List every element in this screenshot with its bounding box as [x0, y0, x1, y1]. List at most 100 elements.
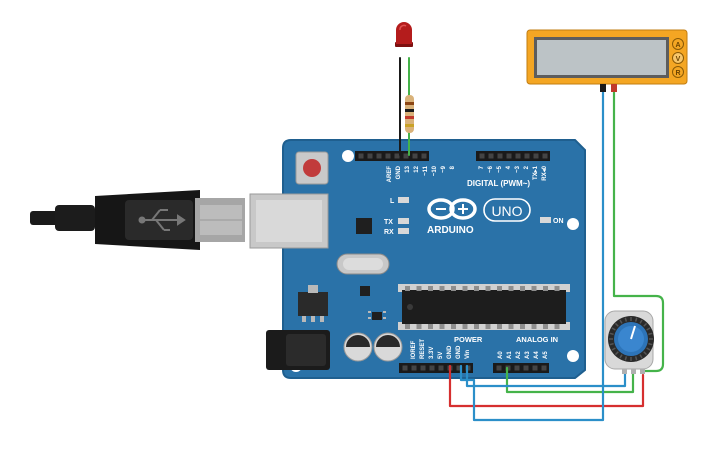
power-jack: [266, 330, 330, 370]
digital-pin-label: ~6: [488, 165, 494, 173]
digital-pin-label: ~3: [515, 165, 521, 173]
power-pin-label: RESET: [420, 339, 426, 359]
wire-green-meter[interactable]: [612, 87, 665, 373]
digital-pin-socket[interactable]: [488, 153, 494, 159]
wire-green-a0[interactable]: [505, 366, 635, 394]
digital-pin-socket[interactable]: [479, 153, 485, 159]
analog-pin-socket[interactable]: [523, 365, 529, 371]
probe-terminal-black[interactable]: [600, 84, 606, 92]
arduino-infinity-logo: [427, 198, 477, 220]
digital-pin-socket[interactable]: [403, 153, 409, 159]
analog-pin-socket[interactable]: [514, 365, 520, 371]
digital-header: [355, 151, 550, 161]
resistor[interactable]: [405, 95, 414, 133]
led-on-label: ON: [553, 218, 564, 225]
digital-pin-label: TX▸1: [533, 165, 539, 180]
analog-pin-socket[interactable]: [532, 365, 538, 371]
multimeter[interactable]: AVR: [526, 29, 688, 92]
digital-pin-socket[interactable]: [497, 153, 503, 159]
digital-pin-socket[interactable]: [542, 153, 548, 159]
usb-controller-chip: [356, 218, 372, 234]
capacitor: [343, 332, 373, 362]
red-led[interactable]: [395, 22, 413, 47]
probe-terminal-red[interactable]: [611, 84, 617, 92]
power-pin-label: IOREF: [411, 340, 417, 359]
usb-b-port: [249, 193, 329, 249]
led-tx-indicator: [398, 218, 409, 224]
analog-pin-label: A1: [507, 351, 513, 359]
digital-pin-socket[interactable]: [385, 153, 391, 159]
power-pin-socket[interactable]: [420, 365, 426, 371]
mounting-hole: [567, 218, 579, 230]
digital-pin-label: 13: [405, 165, 411, 172]
digital-pin-socket[interactable]: [367, 153, 373, 159]
digital-pin-socket[interactable]: [515, 153, 521, 159]
wire-red-5v[interactable]: [448, 364, 645, 408]
led-rx-label: RX: [384, 229, 394, 236]
power-pin-socket[interactable]: [438, 365, 444, 371]
power-pin-socket[interactable]: [456, 365, 462, 371]
digital-pin-socket[interactable]: [421, 153, 427, 159]
usb-cable[interactable]: [30, 190, 245, 250]
analog-label: ANALOG IN: [516, 335, 558, 344]
atmega-chip: [398, 284, 570, 330]
digital-pin-label: ~9: [441, 165, 447, 173]
small-chip: [360, 286, 370, 296]
digital-pin-label: 2: [524, 165, 530, 169]
analog-header: [493, 363, 549, 373]
power-pin-socket[interactable]: [402, 365, 408, 371]
analog-pin-label: A3: [525, 351, 531, 359]
usb-symbol-icon: [138, 209, 186, 231]
svg-text:A: A: [675, 42, 680, 49]
meter-mode-button-r[interactable]: R: [672, 66, 684, 78]
potentiometer[interactable]: [604, 310, 654, 374]
chip-pins: [405, 286, 560, 329]
analog-pin-label: A2: [516, 351, 522, 359]
power-label: POWER: [454, 335, 483, 344]
digital-pin-socket[interactable]: [524, 153, 530, 159]
mounting-hole: [342, 150, 354, 162]
brand-label: ARDUINO: [427, 225, 474, 236]
analog-pin-label: A4: [534, 351, 540, 359]
small-transistor: [368, 311, 386, 320]
uno-badge: [483, 198, 531, 222]
digital-pin-socket[interactable]: [412, 153, 418, 159]
voltage-regulator: [298, 285, 328, 322]
digital-pin-label: ~10: [432, 165, 438, 176]
mounting-hole: [567, 350, 579, 362]
power-pin-socket[interactable]: [411, 365, 417, 371]
led-l-label: L: [390, 198, 395, 205]
digital-pin-label: GND: [396, 165, 402, 179]
digital-pin-label: ~5: [497, 165, 503, 173]
analog-pin-socket[interactable]: [496, 365, 502, 371]
digital-pin-socket[interactable]: [358, 153, 364, 159]
svg-text:V: V: [676, 56, 681, 63]
meter-mode-button-a[interactable]: A: [672, 38, 684, 50]
analog-pin-socket[interactable]: [541, 365, 547, 371]
pot-knob-ridges: [609, 317, 653, 361]
digital-pin-socket[interactable]: [376, 153, 382, 159]
digital-label: DIGITAL (PWM~): [467, 179, 530, 188]
digital-pin-socket[interactable]: [506, 153, 512, 159]
power-pin-socket[interactable]: [429, 365, 435, 371]
wire-blue-gnd-pot[interactable]: [465, 364, 627, 388]
analog-pin-label: A0: [498, 351, 504, 359]
meter-mode-button-v[interactable]: V: [672, 52, 684, 64]
analog-pin-label: A5: [543, 351, 549, 359]
led-tx-label: TX: [384, 219, 393, 226]
digital-pin-label: ~11: [423, 165, 429, 176]
reset-button[interactable]: [295, 151, 329, 185]
digital-pin-label: 12: [414, 165, 420, 172]
svg-text:R: R: [675, 70, 680, 77]
led-rx-indicator: [398, 228, 409, 234]
digital-pin-socket[interactable]: [533, 153, 539, 159]
digital-pin-label: AREF: [387, 166, 393, 183]
wire-blue-gnd[interactable]: [459, 87, 605, 422]
digital-pin-socket[interactable]: [394, 153, 400, 159]
digital-pin-label: 8: [450, 165, 456, 169]
